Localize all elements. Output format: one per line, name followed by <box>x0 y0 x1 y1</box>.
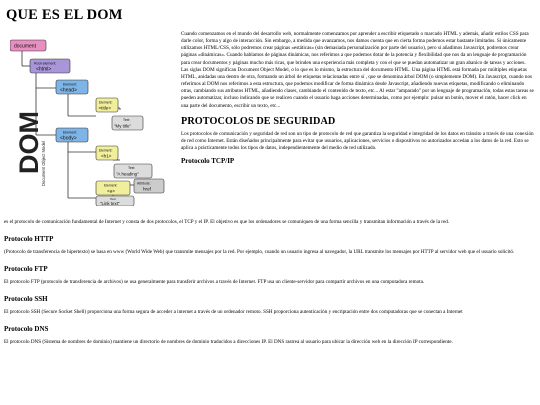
intro-paragraph: Cuando comenzamos en el mundo del desarr… <box>181 31 534 109</box>
node-html-label: Root element: <box>34 62 56 66</box>
node-body-label: Element: <box>63 131 77 135</box>
node-h1-content-text: "A heading" <box>116 172 139 177</box>
node-head-text: <head> <box>60 88 77 94</box>
security-heading: PROTOCOLOS DE SEGURIDAD <box>181 115 336 127</box>
node-h1 <box>95 145 119 161</box>
http-paragraph: (Protocolo de transferencia de hipertext… <box>4 249 515 256</box>
node-h1-label: Element: <box>99 149 112 153</box>
figure-big-label: DOM <box>14 111 44 174</box>
ftp-heading: Protocolo FTP <box>4 265 48 274</box>
node-document <box>10 39 47 52</box>
node-a-text: <a> <box>107 189 115 194</box>
node-h1-content <box>113 163 153 179</box>
dns-paragraph: El protocolo DNS (Sistema de nombres de … <box>4 339 453 346</box>
node-a-label: Element: <box>104 184 117 188</box>
node-a <box>95 180 131 196</box>
node-title-content <box>111 115 144 131</box>
node-title-content-label: Text: <box>123 118 130 122</box>
node-h1-content-label: Text: <box>128 166 135 170</box>
node-a-content <box>95 195 135 206</box>
node-document-text: document <box>14 44 37 50</box>
ssh-heading: Protocolo SSH <box>4 295 48 304</box>
ftp-paragraph: El protocolo FTP (protocolo de transfere… <box>4 279 425 286</box>
node-attribute-label: Attribute: <box>137 182 151 186</box>
figure-side-caption: Document Object Model <box>41 141 46 186</box>
tcp-heading: Protocolo TCP/IP <box>181 157 235 166</box>
page-title: QUE ES EL DOM <box>6 7 123 23</box>
tcp-paragraph: es el protocolo de comunicación fundamen… <box>4 219 450 225</box>
dns-heading: Protocolo DNS <box>4 325 49 334</box>
node-html-text: <html> <box>36 67 51 73</box>
node-attribute-text: href <box>143 187 152 192</box>
node-a-content-label: Text: <box>110 197 117 201</box>
node-head <box>55 79 89 95</box>
intro-column: Cuando comenzamos en el mundo del desarr… <box>181 31 534 165</box>
node-body-text: <body> <box>60 136 77 142</box>
dom-tree-figure: DOM Document Object Model document Root … <box>10 39 165 206</box>
node-title-text: <title> <box>99 106 112 111</box>
node-html <box>29 58 71 74</box>
node-head-label: Element: <box>63 83 77 87</box>
node-title-content-text: "My title" <box>114 124 131 129</box>
node-h1-text: <h1> <box>101 154 112 159</box>
node-title-label: Element: <box>99 101 112 105</box>
protocols-section: es el protocolo de comunicación fundamen… <box>4 219 536 346</box>
node-a-content-text: "Link text" <box>100 201 120 206</box>
node-body <box>55 127 89 143</box>
node-attribute <box>133 178 165 194</box>
node-title <box>95 97 119 113</box>
http-heading: Protocolo HTTP <box>4 235 54 244</box>
ssh-paragraph: El protocolo SSH (Secure Socket Shell) p… <box>4 309 463 316</box>
security-paragraph: Los protocolos de comunicación y segurid… <box>181 130 534 152</box>
